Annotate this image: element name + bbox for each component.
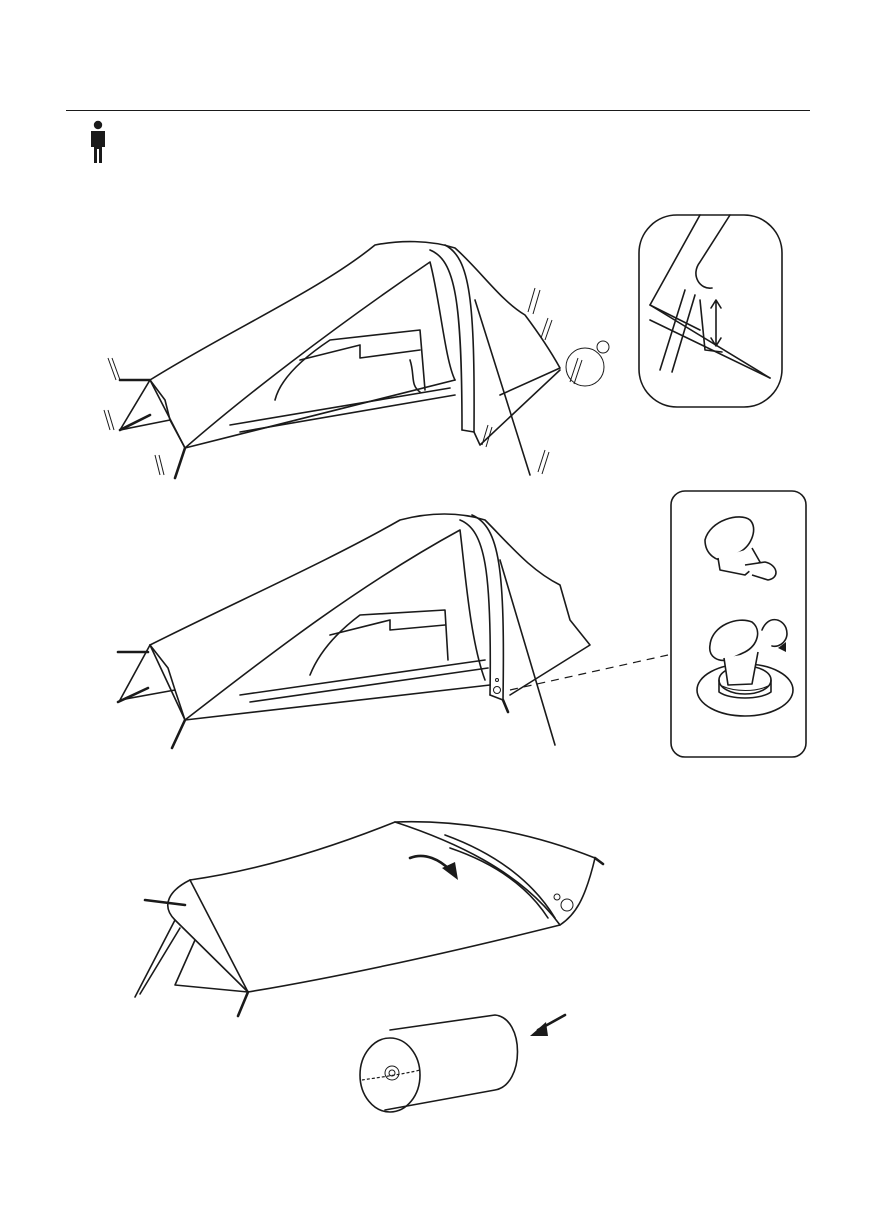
- double-arrow-icon: [711, 300, 721, 346]
- step-1-tent: [104, 242, 609, 478]
- step-3-tent: [135, 822, 603, 1016]
- rolled-pack: [360, 1015, 565, 1112]
- step-2-tent: [118, 514, 668, 748]
- detail-callout-circle: [566, 348, 604, 386]
- valve-cap-detail: [671, 491, 806, 757]
- detail-callout-dot: [597, 341, 609, 353]
- pole-tip-detail: [639, 215, 782, 407]
- stake-icon: [104, 288, 582, 475]
- rotate-arrow-icon: [762, 620, 787, 647]
